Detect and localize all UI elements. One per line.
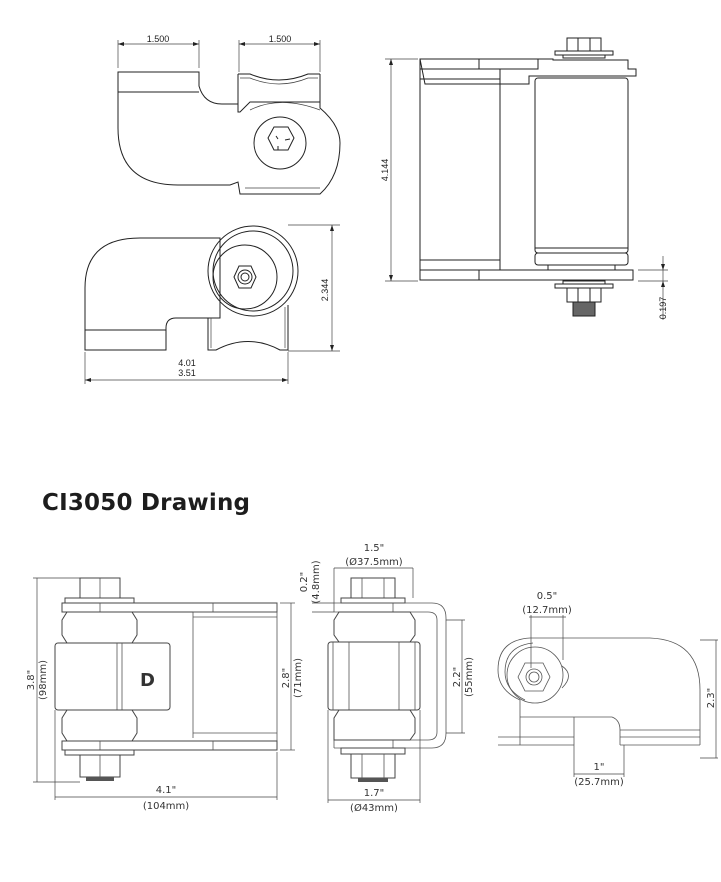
dim-side-height: 2.344 [320,279,330,302]
dim-top-gap-in: 1" [594,762,605,773]
dim-top-offset-mm: (12.7mm) [522,605,572,616]
dim-side-bottom-width-mm: (Ø43mm) [350,802,398,814]
top-view-drawing: 1.500 1.500 [117,34,341,195]
front-view-drawing: 4.144 0.197 [380,37,668,320]
dim-side-top-width-in: 1.5" [364,543,385,554]
section-title: CI3050 Drawing [42,490,251,516]
dim-side-width-outer: 4.01 [178,358,196,368]
dim-side-width-inner: 3.51 [178,368,196,378]
dim-side-bottom-width-in: 1.7" [364,788,385,799]
dim-top-height-in: 2.3" [706,688,717,709]
dim-ci-width-in: 4.1" [156,785,177,796]
dim-ci-inner-height-mm: (71mm) [293,658,304,698]
dim-top-right: 1.500 [269,34,292,44]
dim-top-offset-in: 0.5" [537,591,558,602]
ci3050-front-drawing: D 3.8" (98mm) 2.8" (71mm) 4.1" (104mm) [26,577,304,812]
dim-ci-height-mm: (98mm) [38,660,49,700]
dim-side-bracket-mm: (55mm) [464,657,475,697]
dim-top-gap-mm: (25.7mm) [574,777,624,788]
ci3050-side-drawing: 1.5" (Ø37.5mm) 0.2" (4.8mm) 2.2" (55mm) … [299,543,475,814]
dim-ci-width-mm: (104mm) [143,801,189,812]
dim-ci-inner-height-in: 2.8" [281,668,292,689]
dim-front-plate: 0.197 [658,297,668,320]
dim-top-left: 1.500 [147,34,170,44]
dim-side-top-width-mm: (Ø37.5mm) [345,556,403,568]
dim-ci-height-in: 3.8" [26,670,37,691]
dim-side-plate-in: 0.2" [299,572,310,593]
side-view-drawing: 2.344 4.01 3.51 [84,224,340,384]
dim-side-plate-mm: (4.8mm) [311,560,322,603]
ci3050-top-drawing: 0.5" (12.7mm) 2.3" 1" (25.7mm) [497,591,718,788]
brand-logo-d: D [140,670,155,691]
dim-side-bracket-in: 2.2" [452,667,463,688]
dim-front-height: 4.144 [380,159,390,182]
